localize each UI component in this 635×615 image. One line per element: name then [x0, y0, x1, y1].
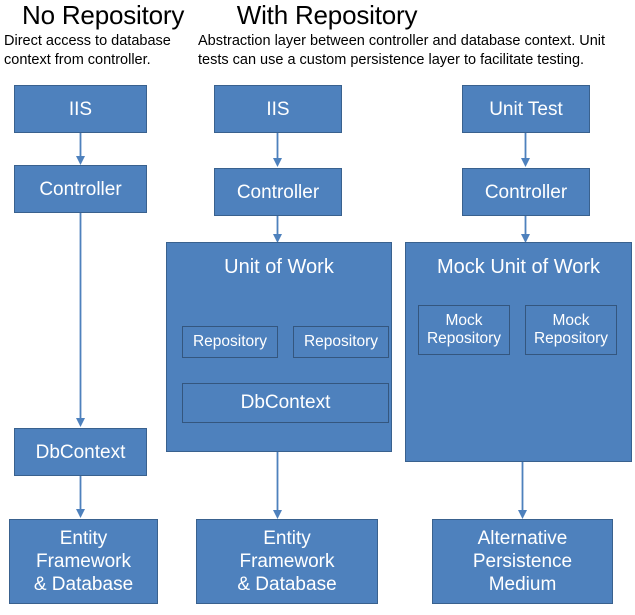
node-dbcontext-2[interactable]: DbContext: [182, 383, 389, 423]
heading-with-repository: With Repository: [236, 0, 418, 30]
connector-controller2-to-unitofwork: [273, 216, 282, 243]
node-label-line2: Repository: [426, 330, 502, 347]
node-label-line2: Repository: [533, 330, 609, 347]
node-unit-of-work[interactable]: Unit of Work Repository Repository DbCon…: [166, 242, 392, 452]
node-label-line2: Framework: [239, 551, 335, 572]
node-label: Controller: [236, 181, 320, 203]
node-label-line3: & Database: [237, 574, 337, 595]
connector-iis2-to-controller2: [273, 133, 282, 167]
node-label: Controller: [39, 178, 122, 200]
node-iis-1[interactable]: IIS: [14, 85, 147, 133]
node-label-line1: Mock: [552, 312, 590, 329]
node-label: Repository: [192, 333, 268, 350]
container-title: Mock Unit of Work: [437, 256, 600, 278]
node-label-line1: Entity: [59, 528, 108, 549]
node-label-line3: & Database: [33, 574, 134, 595]
node-label: Controller: [484, 181, 568, 203]
node-label: IIS: [68, 98, 93, 120]
container-title: Unit of Work: [224, 256, 334, 278]
node-label-line2: Persistence: [472, 551, 573, 572]
node-entity-framework-database-1[interactable]: Entity Framework & Database: [9, 519, 158, 604]
node-mock-repository-1[interactable]: Mock Repository: [418, 305, 510, 355]
node-label: Unit Test: [489, 98, 563, 120]
node-label-line1: Mock: [445, 312, 483, 329]
node-controller-1[interactable]: Controller: [14, 165, 147, 213]
node-label: Repository: [303, 333, 379, 350]
node-iis-2[interactable]: IIS: [214, 85, 342, 133]
heading-no-repository: No Repository: [22, 0, 185, 30]
node-repository-1[interactable]: Repository: [182, 326, 278, 358]
node-label-line1: Entity: [263, 528, 311, 549]
connector-mockunitofwork-to-altpersistence: [518, 462, 527, 519]
connector-controller3-to-mockunitofwork: [521, 216, 530, 243]
node-entity-framework-database-2[interactable]: Entity Framework & Database: [196, 519, 378, 604]
node-unit-test[interactable]: Unit Test: [462, 85, 590, 133]
connector-dbcontext1-to-ef1: [76, 476, 85, 518]
node-label-line1: Alternative: [477, 528, 568, 549]
connector-unittest-to-controller3: [521, 133, 530, 167]
node-label-line3: Medium: [488, 574, 557, 595]
node-alternative-persistence-medium[interactable]: Alternative Persistence Medium: [432, 519, 613, 604]
node-label: DbContext: [35, 441, 126, 463]
node-mock-repository-2[interactable]: Mock Repository: [525, 305, 617, 355]
node-controller-2[interactable]: Controller: [214, 168, 342, 216]
node-label: DbContext: [240, 392, 331, 413]
connector-unitofwork-to-ef2: [273, 452, 282, 519]
node-label: IIS: [266, 98, 290, 120]
subtitle-no-repository: Direct access to database context from c…: [4, 33, 171, 68]
connector-iis1-to-controller1: [76, 133, 85, 165]
node-dbcontext-1[interactable]: DbContext: [14, 428, 147, 476]
connector-controller1-to-dbcontext1: [76, 213, 85, 427]
subtitle-with-repository: Abstraction layer between controller and…: [198, 33, 606, 68]
node-mock-unit-of-work[interactable]: Mock Unit of Work Mock Repository Mock R…: [405, 242, 632, 462]
node-controller-3[interactable]: Controller: [462, 168, 590, 216]
node-label-line2: Framework: [35, 551, 131, 572]
node-repository-2[interactable]: Repository: [293, 326, 389, 358]
